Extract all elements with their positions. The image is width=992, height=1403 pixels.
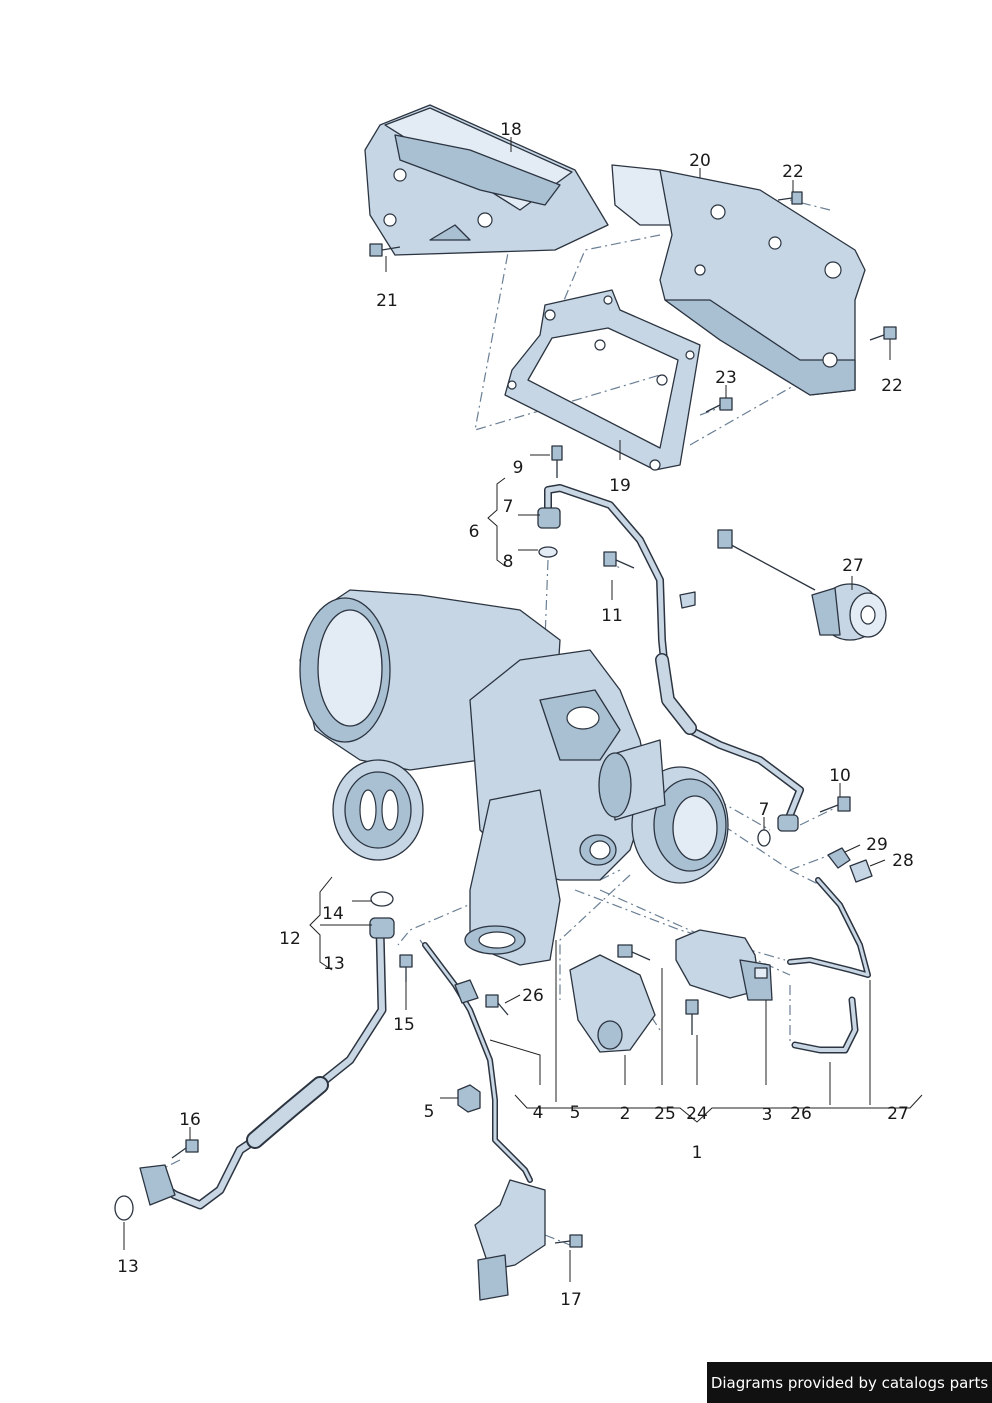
label-22-right: 22 (881, 376, 903, 396)
credit-banner: Diagrams provided by catalogs parts (707, 1362, 992, 1403)
wastegate-actuator (717, 529, 887, 641)
bolt-10 (819, 796, 851, 813)
label-4: 4 (533, 1103, 544, 1123)
o-ring-7-lower (757, 829, 771, 847)
label-21: 21 (376, 291, 398, 311)
bolt-17 (554, 1234, 583, 1248)
heat-shield-upper (364, 104, 609, 256)
label-3: 3 (762, 1105, 773, 1125)
bolt-26 (485, 994, 509, 1016)
label-15: 15 (393, 1015, 415, 1035)
label-6: 6 (469, 522, 480, 542)
label-13-lower: 13 (117, 1257, 139, 1277)
label-10: 10 (829, 766, 851, 786)
label-7-lower: 7 (759, 800, 770, 820)
label-12: 12 (279, 929, 301, 949)
label-14: 14 (322, 904, 344, 924)
label-22-top: 22 (782, 162, 804, 182)
clip-5 (457, 1084, 481, 1113)
bolt-15 (399, 954, 413, 982)
label-26-right: 26 (790, 1104, 812, 1124)
bolt-16 (171, 1139, 199, 1159)
gasket-frame (504, 289, 701, 471)
label-1: 1 (692, 1143, 703, 1163)
label-24: 24 (686, 1104, 708, 1124)
bolt-21 (369, 243, 401, 257)
label-18: 18 (500, 120, 522, 140)
coolant-line-12 (114, 891, 395, 1221)
bolt-23 (705, 397, 733, 413)
label-8: 8 (503, 552, 514, 572)
label-13-upper: 13 (323, 954, 345, 974)
actuator-2 (569, 954, 656, 1053)
heat-shield-right (611, 164, 866, 396)
clip-29 (827, 847, 851, 869)
label-7-upper: 7 (503, 497, 514, 517)
label-27-lower: 27 (887, 1104, 909, 1124)
label-2: 2 (620, 1104, 631, 1124)
bolt-24 (685, 999, 699, 1035)
sensor-line (422, 942, 546, 1301)
part-labels: 18 20 22 21 22 23 19 9 7 6 8 11 27 10 7 … (117, 120, 914, 1310)
solenoid-valve-3 (675, 929, 773, 1001)
label-16: 16 (179, 1110, 201, 1130)
cap-28 (849, 859, 873, 883)
vacuum-hoses (787, 877, 871, 1054)
label-27-upper: 27 (842, 556, 864, 576)
label-25: 25 (654, 1104, 676, 1124)
leader-lines (123, 137, 923, 1282)
oil-feed-line (537, 445, 804, 819)
banjo-fitting (777, 814, 799, 832)
bolt-11 (603, 551, 635, 569)
label-29: 29 (866, 835, 888, 855)
turbocharger-body (299, 589, 729, 966)
label-20: 20 (689, 151, 711, 171)
bolt-25 (617, 944, 651, 961)
label-11: 11 (601, 606, 623, 626)
label-23: 23 (715, 368, 737, 388)
label-19: 19 (609, 476, 631, 496)
label-5-left: 5 (424, 1102, 435, 1122)
label-5-right: 5 (570, 1103, 581, 1123)
bolt-22-right (869, 326, 897, 341)
label-26-left: 26 (522, 986, 544, 1006)
label-9: 9 (513, 458, 524, 478)
bolt-22-top (777, 191, 803, 205)
label-28: 28 (892, 851, 914, 871)
label-17: 17 (560, 1290, 582, 1310)
